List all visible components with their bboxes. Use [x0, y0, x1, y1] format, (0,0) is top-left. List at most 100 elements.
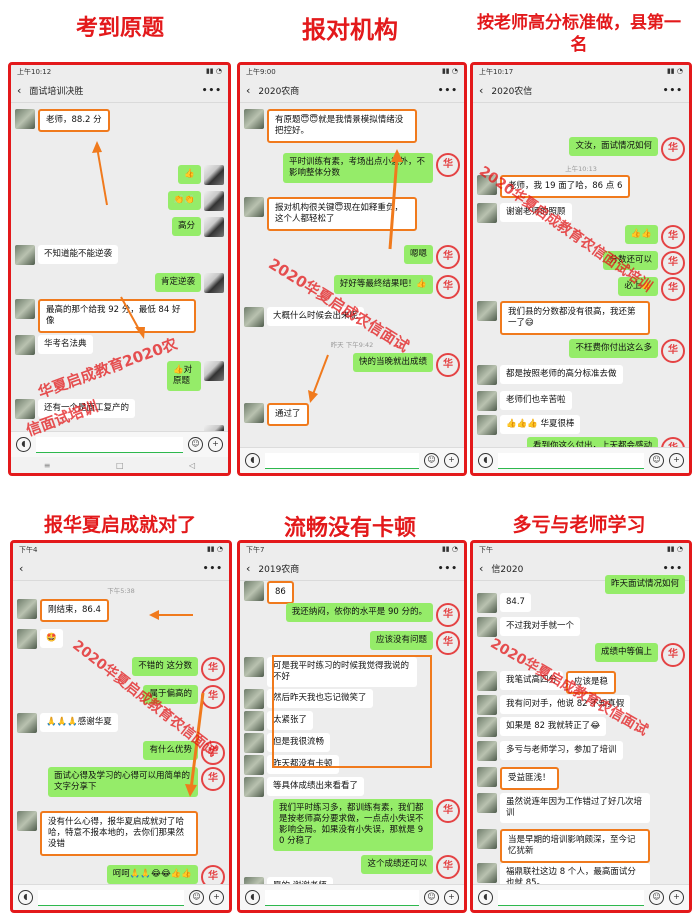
message: 华考名法典: [15, 335, 93, 355]
message: 可是我平时练习的时候我觉得我说的不好: [244, 657, 417, 687]
back-icon[interactable]: ‹: [246, 562, 251, 575]
avatar: [17, 629, 37, 649]
avatar: [477, 717, 497, 737]
caption-title: 多亏与老师学习: [512, 514, 646, 536]
plus-icon[interactable]: +: [669, 453, 684, 468]
avatar: [17, 599, 37, 619]
status-time: 下午4: [19, 546, 38, 554]
back-icon[interactable]: ‹: [479, 84, 484, 97]
voice-icon[interactable]: ◖: [18, 890, 33, 905]
status-time: 上午9:00: [246, 68, 276, 76]
voice-icon[interactable]: ◖: [16, 437, 31, 452]
more-icon[interactable]: •••: [662, 85, 683, 96]
message: 肯定逆袭: [154, 273, 224, 293]
chat-header: ‹ •••: [13, 557, 229, 581]
caption-title: 报华夏启成就对了: [43, 514, 196, 536]
brand-logo-icon: 华: [661, 251, 685, 275]
plus-icon[interactable]: +: [444, 890, 459, 905]
avatar: [477, 415, 497, 435]
status-bar: 上午10:17▮▮ ◔: [473, 65, 689, 79]
emoji-icon[interactable]: ☺: [424, 890, 439, 905]
message: 华有什么优势: [143, 741, 225, 765]
plus-icon[interactable]: +: [669, 890, 684, 905]
back-icon[interactable]: ‹: [479, 562, 484, 575]
message-input[interactable]: [38, 889, 184, 906]
chat-bubble: 👍👍👍 华夏很棒: [500, 415, 581, 434]
chat-bubble: 老师们也辛苦啦: [500, 391, 572, 410]
plus-icon[interactable]: +: [208, 437, 223, 452]
chat-bubble: 👍: [178, 165, 201, 184]
voice-icon[interactable]: ◖: [245, 453, 260, 468]
message: 华必上👍: [618, 277, 685, 301]
chat-bubble: 我笔试高四分: [500, 671, 564, 690]
message: 👍👍👍 华夏很棒: [477, 415, 581, 435]
message-input[interactable]: [498, 889, 644, 906]
nav-back-icon[interactable]: ◁: [189, 460, 196, 470]
home-icon[interactable]: □: [115, 460, 124, 470]
message-input[interactable]: [265, 889, 419, 906]
voice-icon[interactable]: ◖: [245, 890, 260, 905]
message-input[interactable]: [36, 436, 183, 453]
plus-icon[interactable]: +: [444, 453, 459, 468]
back-icon[interactable]: ‹: [17, 84, 22, 97]
voice-icon[interactable]: ◖: [478, 890, 493, 905]
menu-icon[interactable]: ≡: [43, 460, 51, 470]
status-bar: 下午▮▮ ◔: [473, 543, 689, 557]
chat-bubble: 太紧张了: [267, 711, 314, 730]
more-icon[interactable]: •••: [662, 563, 683, 574]
chat-bubble: 文汝，面试情况如何: [569, 137, 658, 156]
emoji-icon[interactable]: ☺: [188, 437, 203, 452]
chat-bubble: 不枉费你付出这么多: [569, 339, 658, 358]
more-icon[interactable]: •••: [437, 85, 458, 96]
voice-icon[interactable]: ◖: [478, 453, 493, 468]
message-input[interactable]: [265, 452, 419, 469]
status-time: 上午10:12: [17, 68, 52, 76]
chat-bubble: 不知道能不能逆袭: [38, 245, 119, 264]
input-bar: ◖ ☺ +: [11, 431, 228, 457]
chat-bubble: 但是我很流畅: [267, 733, 331, 752]
back-icon[interactable]: ‹: [246, 84, 251, 97]
chat-bubble: 我们平时练习多，都训练有素，我们都是按老师高分要求做，一点点小失误不影响全局。如…: [273, 799, 433, 851]
emoji-icon[interactable]: ☺: [424, 453, 439, 468]
chat-screenshot-1: 上午10:12▮▮ ◔ ‹ 面试培训决胜 ••• 老师，88.2 分 👍 👏👏 …: [8, 62, 231, 476]
avatar: [204, 217, 224, 237]
chat-header: ‹ 2019农商 •••: [240, 557, 464, 581]
chat-bubble: 不错的 这分数: [132, 657, 198, 676]
chat-bubble: 报对机构很关键😇现在如释重负，这个人都轻松了: [267, 197, 417, 231]
caption-title: 流畅没有卡顿: [283, 516, 416, 541]
avatar: [244, 711, 264, 731]
caption-title: 报对机构: [302, 16, 398, 44]
message: 我有问对手，他说 82 不知真假: [477, 695, 631, 715]
chat-header: ‹ 2020农商 •••: [240, 79, 464, 103]
more-icon[interactable]: •••: [437, 563, 458, 574]
chat-screenshot-2: 上午9:00▮▮ ◔ ‹ 2020农商 ••• 有原题😇😇就是我情景模拟情绪没把…: [237, 62, 467, 476]
avatar: [244, 689, 264, 709]
message-input[interactable]: [498, 452, 644, 469]
chat-bubble: 多亏与老师学习，参加了培训: [500, 741, 623, 760]
more-icon[interactable]: •••: [202, 563, 223, 574]
chat-bubble: 还有一个是面工复产的: [38, 399, 136, 418]
plus-icon[interactable]: +: [209, 890, 224, 905]
chat-bubble: 刚结束，86.4: [40, 599, 109, 622]
message: 刚结束，86.4: [17, 599, 109, 622]
input-bar: ◖ ☺ +: [473, 884, 689, 910]
message: 👏👏: [167, 191, 224, 211]
chat-area: 华文汝，面试情况如何 上午10:13 老师，我 19 面了哈，86 点 6 谢谢…: [473, 103, 689, 461]
back-icon[interactable]: ‹: [19, 562, 24, 575]
chat-bubble: 应该是稳: [566, 671, 617, 694]
message: 都是按照老师的高分标准去做: [477, 365, 623, 385]
system-nav-bar: ≡ □ ◁: [11, 457, 228, 473]
avatar: [204, 273, 224, 293]
message: 华这个成绩还可以: [361, 855, 460, 879]
message: 没有什么心得，报华夏启成就对了哈哈，特意不报本地的，去你们那果然没错: [17, 811, 198, 856]
avatar: [477, 365, 497, 385]
timestamp: 昨天 下午9:42: [330, 341, 374, 349]
chat-bubble: 分数还可以: [603, 251, 658, 270]
chat-bubble: 没有什么心得，报华夏启成就对了哈哈，特意不报本地的，去你们那果然没错: [40, 811, 198, 856]
emoji-icon[interactable]: ☺: [649, 453, 664, 468]
more-icon[interactable]: •••: [201, 85, 222, 96]
emoji-icon[interactable]: ☺: [189, 890, 204, 905]
emoji-icon[interactable]: ☺: [649, 890, 664, 905]
chat-bubble: 84.7: [500, 593, 531, 612]
status-bar: 上午9:00▮▮ ◔: [240, 65, 464, 79]
